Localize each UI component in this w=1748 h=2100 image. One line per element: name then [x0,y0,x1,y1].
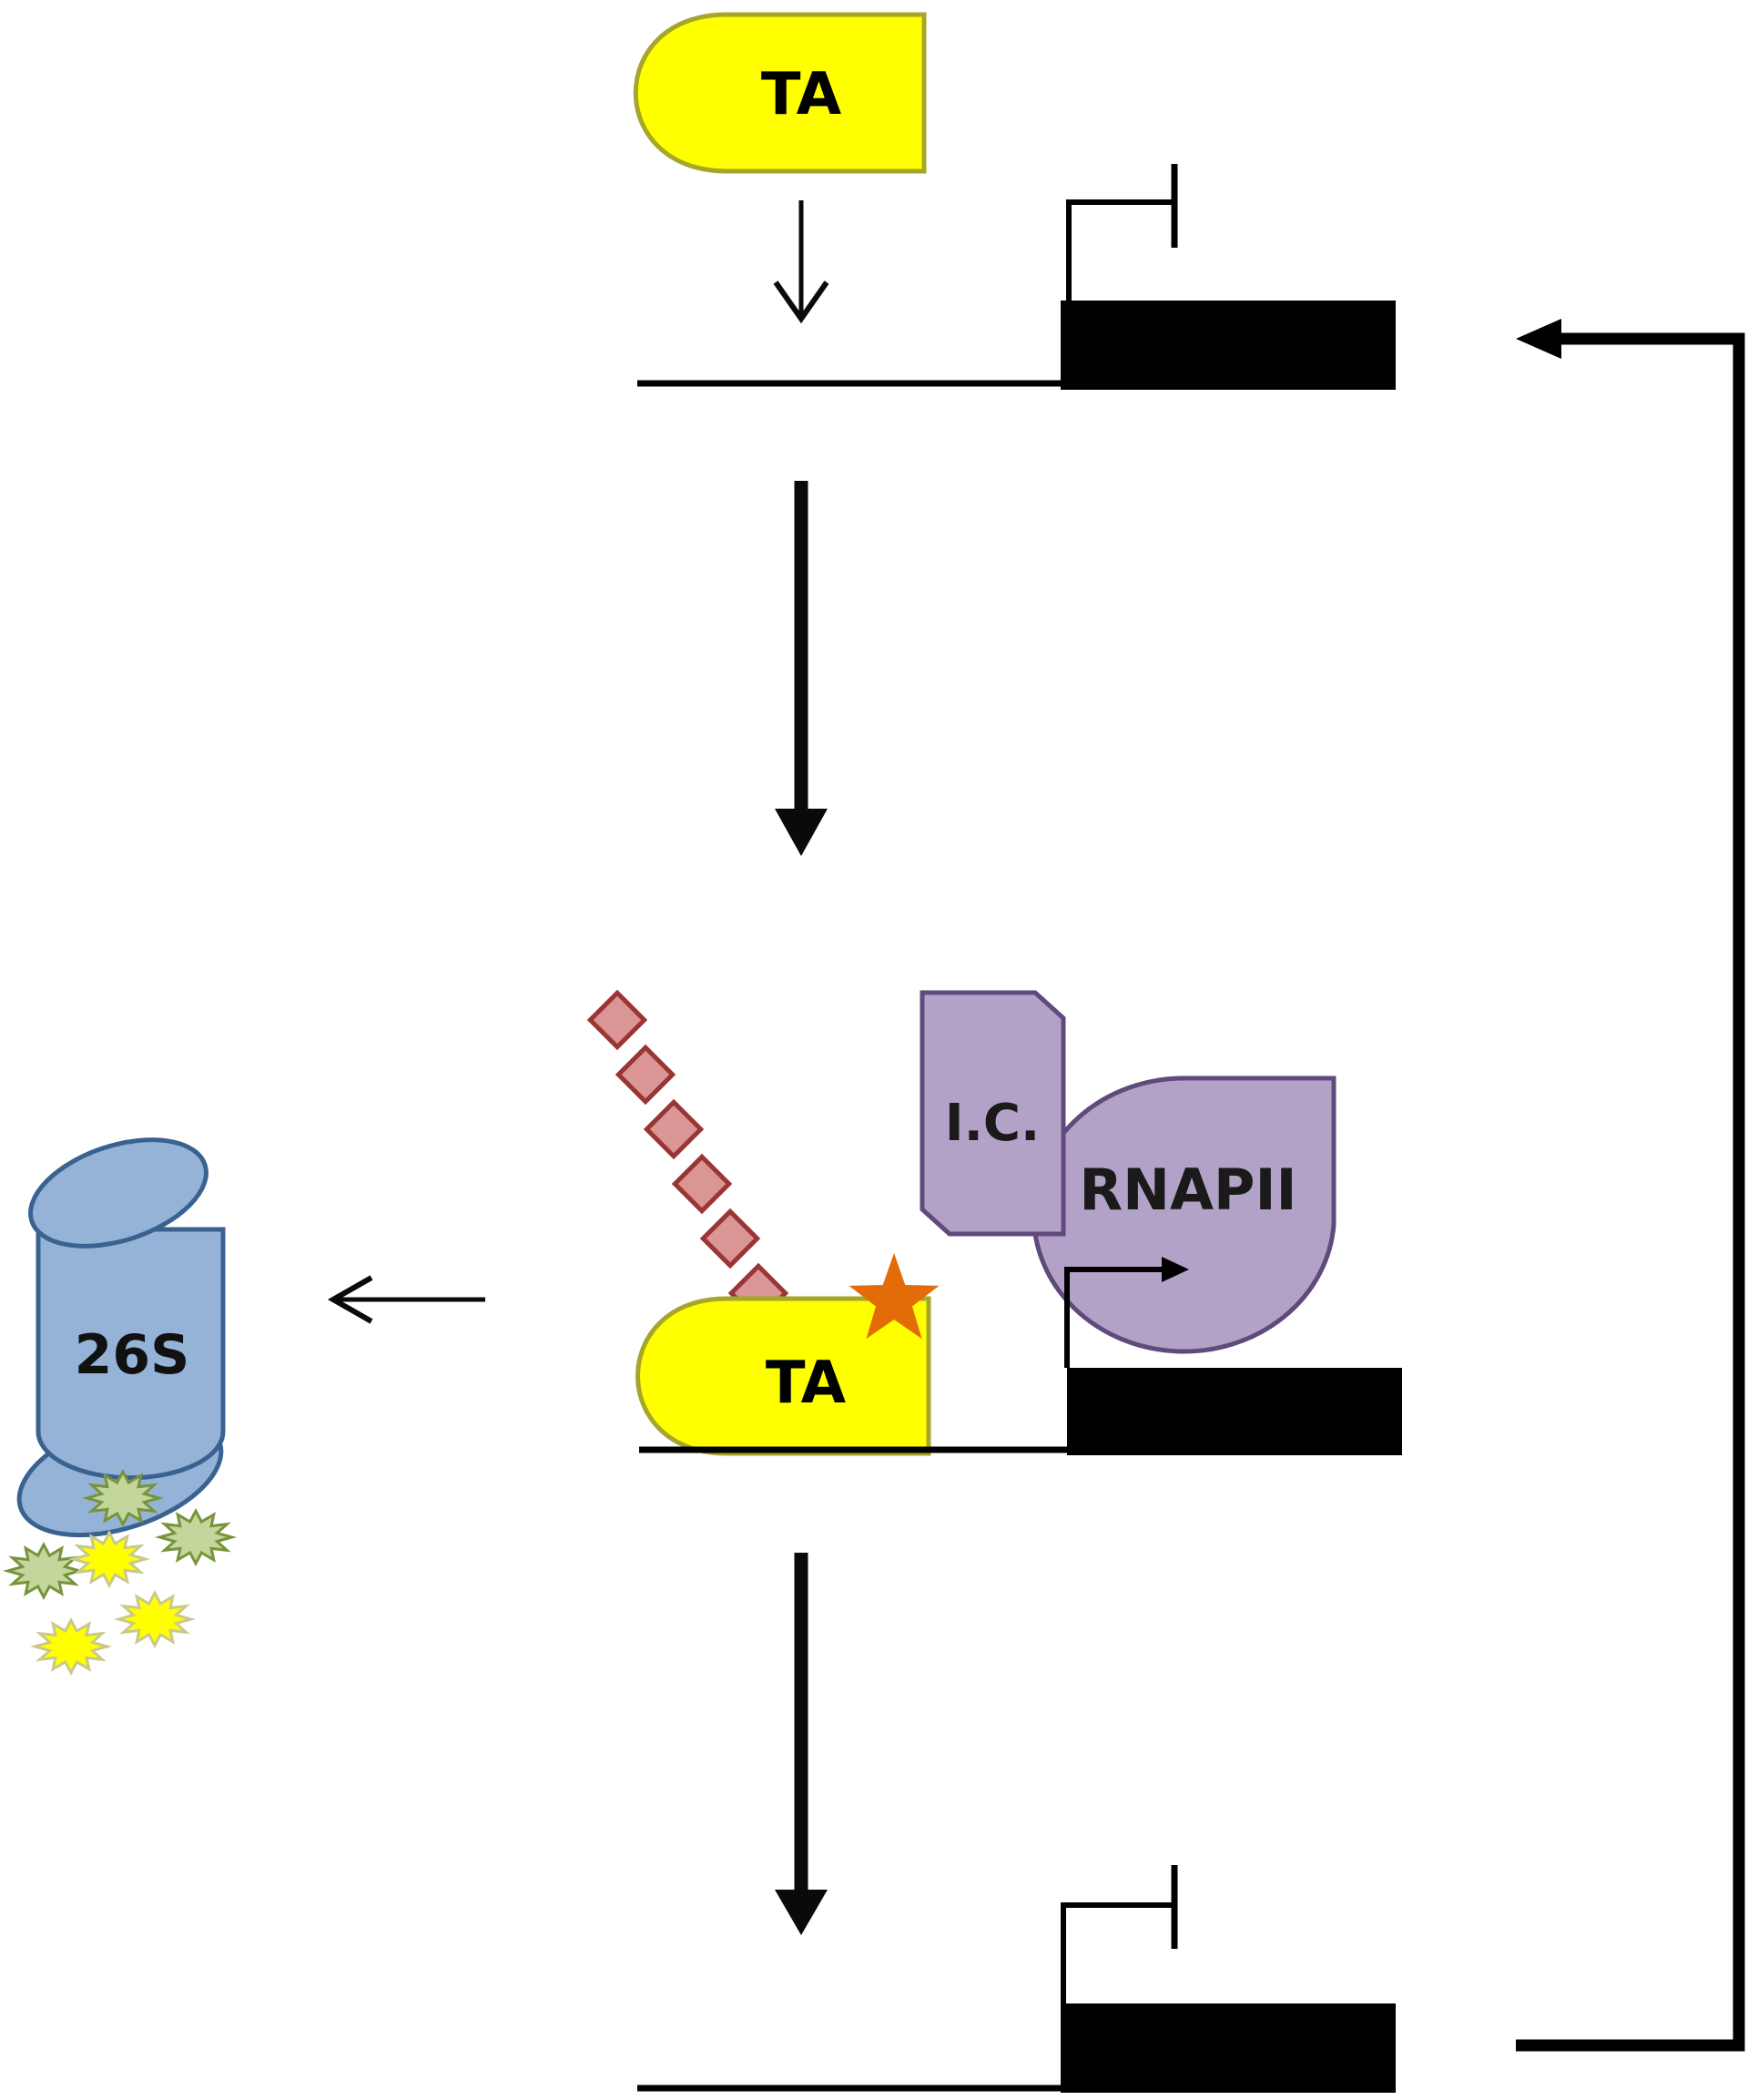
reset-arrow-head [775,1890,828,1935]
gene-active-middle [639,1368,1402,1455]
peptide-fragment [2,1542,86,1600]
polymerase-shape [1031,1075,1336,1354]
peptide-fragment-icon [2,1469,238,1676]
polymerase-label: RNAPII [1079,1157,1296,1223]
binding-arrow [773,200,829,324]
blocked-promoter-icon [1061,1865,1178,2003]
ta-shape [633,12,927,174]
reset-arrow [775,1553,828,1935]
initiation-complex-shape [920,990,1066,1237]
peptide-fragment [29,1617,113,1676]
transcription-start-arrow-icon [1064,1257,1189,1368]
cycle-return-head [1516,319,1561,359]
activation-arrow [775,481,828,856]
coding-region [1061,2003,1396,2093]
degradation-arrow [327,1275,485,1324]
activation-arrow-head [775,809,828,856]
blocked-promoter-icon [1066,164,1178,301]
ubiquitin-unit [699,1208,761,1269]
ta-bound-label: TA [766,1350,847,1417]
coding-region [1067,1368,1402,1455]
initiation-complex: I.C. [920,990,1066,1237]
rna-polymerase-ii: RNAPII [1031,1075,1336,1354]
peptide-fragment [81,1469,165,1527]
proteasome-top-cap [28,1137,208,1249]
degradation-arrow-head [327,1275,373,1324]
ubiquitin-chain-icon [586,989,789,1324]
cycle-return-path [1516,332,1745,2052]
proteasome-label: 26S [75,1323,190,1387]
gene-inactive-bottom [637,1865,1396,2093]
ubiquitin-unit [615,1044,676,1106]
ubiquitin-unit [643,1098,705,1160]
cycle-return-arrow [1516,319,1745,2052]
peptide-fragment [113,1590,197,1648]
bound-transactivator: TA [635,1253,940,1456]
ubiquitin-unit [671,1153,733,1215]
peptide-fragment [154,1508,238,1566]
binding-arrow-head [773,280,829,324]
ubiquitin-unit [586,989,648,1051]
ta-free-label: TA [761,61,842,128]
star-icon [849,1253,940,1340]
free-transactivator: TA [633,12,927,174]
initiation-complex-label: I.C. [945,1094,1040,1153]
peptide-fragment [67,1530,151,1588]
gene-inactive-top [637,164,1396,390]
ta-shape [635,1296,931,1456]
coding-region [1061,301,1396,390]
